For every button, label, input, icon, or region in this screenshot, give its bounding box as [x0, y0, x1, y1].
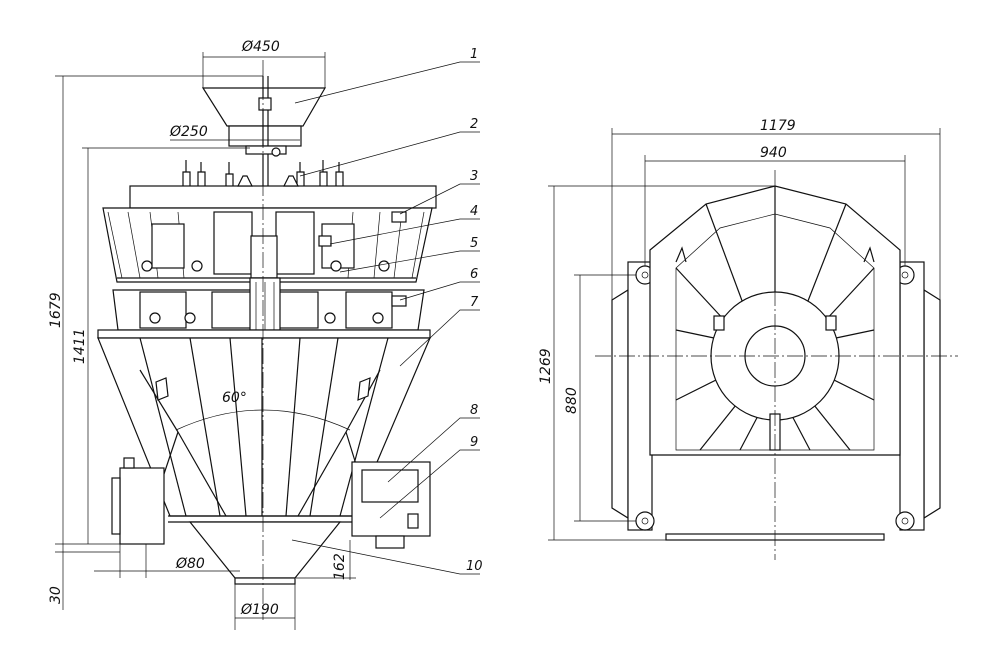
dim-cone-angle: 60°: [222, 390, 247, 406]
callout-1: 1: [470, 47, 478, 62]
callout-3: 3: [470, 169, 478, 184]
feed-hoppers: [102, 207, 433, 283]
dim-overall-depth: 1269: [538, 348, 554, 384]
vibrator-caps: [129, 160, 437, 209]
callout-6: 6: [470, 267, 478, 282]
dim-total-height: 1679: [48, 292, 64, 328]
callout-7: 7: [470, 295, 479, 310]
top-hopper: [201, 76, 327, 250]
callout-5: 5: [470, 236, 478, 251]
callout-leaders: [291, 61, 480, 575]
weigh-hoppers: [112, 277, 425, 331]
callout-9: 9: [470, 435, 478, 450]
callout-2: 2: [470, 117, 478, 132]
dim-body-height: 1411: [72, 328, 88, 364]
dim-foot-height: 30: [48, 586, 64, 604]
dim-inner-width: 940: [760, 145, 787, 161]
front-view: Ø450 Ø250 1679 1411 60° Ø80 162 Ø190: [48, 39, 483, 630]
callout-10: 10: [466, 559, 483, 574]
dim-top-hopper-diameter: Ø450: [241, 39, 280, 55]
dim-overall-width: 1179: [760, 118, 796, 134]
dim-feed-diameter: Ø250: [169, 124, 208, 140]
collecting-chute: [97, 329, 431, 585]
dim-outlet-height: 162: [332, 553, 348, 580]
dim-outlet-diameter: Ø190: [240, 602, 279, 618]
callout-8: 8: [470, 403, 478, 418]
callout-4: 4: [470, 204, 478, 219]
dim-mount-spacing: 880: [564, 387, 580, 414]
top-view: 1179 940 1269 880: [538, 118, 958, 560]
side-boxes: [111, 457, 431, 549]
dim-side-outlet-diameter: Ø80: [175, 556, 205, 572]
